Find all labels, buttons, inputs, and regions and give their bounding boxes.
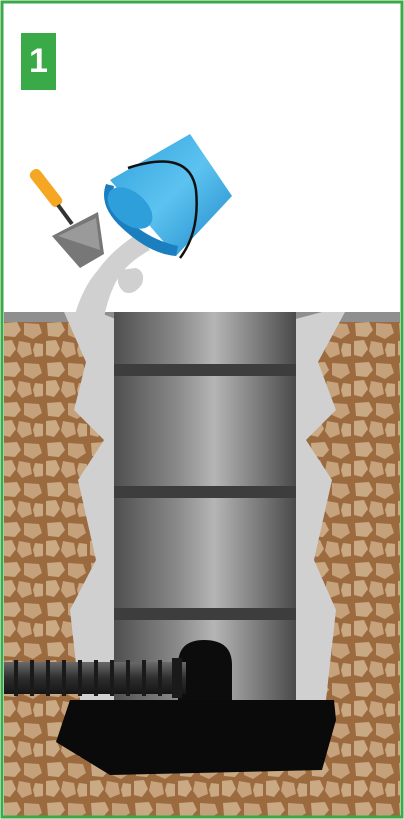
drain-pipe bbox=[4, 658, 186, 698]
pipe-inlet-opening bbox=[178, 640, 232, 700]
step-number-badge: 1 bbox=[21, 33, 56, 90]
base-slab bbox=[56, 700, 336, 775]
